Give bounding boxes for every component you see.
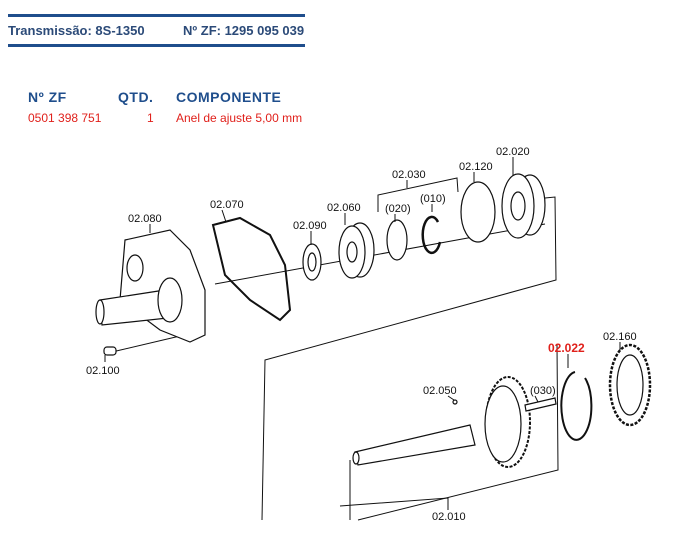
seal-part-02-090[interactable] <box>302 243 322 281</box>
part-02-050[interactable] <box>452 399 458 405</box>
header-top-rule <box>8 14 305 17</box>
housing-part-02-080[interactable] <box>95 229 206 343</box>
adjust-ring-part-02-022[interactable] <box>560 371 593 441</box>
ring-part-02-030-020[interactable] <box>386 219 408 261</box>
bolt-part-02-100[interactable] <box>103 346 117 356</box>
label-02-120: 02.120 <box>459 161 493 173</box>
snap-ring-part-02-030-010[interactable] <box>421 215 442 255</box>
label-02-022-highlighted: 02.022 <box>548 341 585 355</box>
col-header-component: COMPONENTE <box>176 89 282 105</box>
transmission-label: Transmissão: 8S-1350 <box>8 23 145 38</box>
label-02-070: 02.070 <box>210 199 244 211</box>
row-zf: 0501 398 751 <box>28 111 102 125</box>
label-02-090: 02.090 <box>293 220 327 232</box>
bearing-part-02-020[interactable] <box>501 173 546 239</box>
header-bottom-rule <box>8 44 305 47</box>
gasket-part-02-070[interactable] <box>211 216 292 322</box>
label-02-010: 02.010 <box>432 511 466 523</box>
pump-part-02-060[interactable] <box>338 222 375 279</box>
gear-ring-part-02-160[interactable] <box>608 343 652 427</box>
row-qty: 1 <box>147 111 154 125</box>
lower-frame-line <box>357 344 559 521</box>
label-030: (030) <box>530 385 556 397</box>
shim-part-02-120[interactable] <box>460 181 496 243</box>
leader-lines <box>104 157 621 510</box>
shaft-part-02-010[interactable] <box>352 376 557 468</box>
col-header-qty: QTD. <box>118 89 154 105</box>
label-02-100: 02.100 <box>86 365 120 377</box>
label-020: (020) <box>385 203 411 215</box>
label-02-080: 02.080 <box>128 213 162 225</box>
label-02-160: 02.160 <box>603 331 637 343</box>
label-02-050: 02.050 <box>423 385 457 397</box>
zf-number-label: Nº ZF: 1295 095 039 <box>183 23 305 38</box>
label-010: (010) <box>420 193 446 205</box>
row-component: Anel de ajuste 5,00 mm <box>176 111 303 125</box>
col-header-zf: Nº ZF <box>28 89 67 105</box>
label-02-060: 02.060 <box>327 202 361 214</box>
bolt-axis-line <box>111 335 181 353</box>
label-02-020: 02.020 <box>496 146 530 158</box>
upper-axis-line <box>214 196 557 521</box>
label-02-030: 02.030 <box>392 169 426 181</box>
